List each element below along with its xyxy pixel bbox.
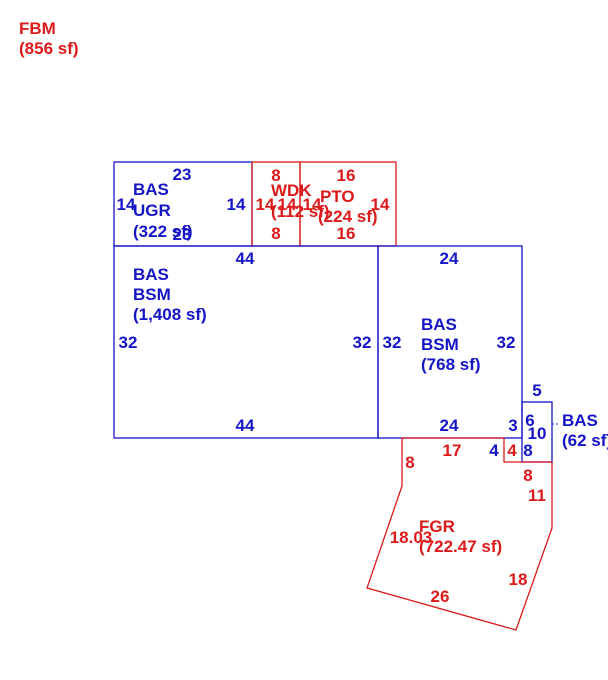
dim-fgr-right-b: 11: [528, 486, 546, 505]
dim-pto-top: 16: [337, 166, 356, 185]
fgr-outline: [366, 437, 553, 631]
pto-area: (224 sf): [318, 207, 378, 226]
bas-small-code: BAS: [562, 411, 598, 430]
fbm-code: FBM: [19, 19, 56, 38]
dim-fgr-notch: 4: [507, 441, 517, 460]
bas-small-area: (62 sf): [562, 431, 608, 450]
bas-ugr-code: BAS: [133, 180, 169, 199]
bas-bsm-right-area: (768 sf): [421, 355, 481, 374]
dim-pto-bottom: 16: [337, 224, 356, 243]
dim-fgr-right-a: 8: [523, 466, 532, 485]
dim-wdk-left: 14: [256, 195, 275, 214]
dim-small-a: 3: [508, 416, 517, 435]
dim-wdk-top: 8: [271, 166, 280, 185]
fgr-area: (722.47 sf): [419, 537, 502, 556]
dim-bsm-right-top: 24: [440, 249, 459, 268]
dim-fgr-left-top: 8: [405, 453, 414, 472]
dim-wdk-bottom: 8: [271, 224, 280, 243]
dim-bsm-left-bottom: 44: [236, 416, 255, 435]
dim-small-c: 4: [489, 441, 499, 460]
dim-ugr-left: 14: [117, 195, 136, 214]
dim-fgr-right-diag: 18: [509, 570, 528, 589]
dim-ugr-right: 14: [227, 195, 246, 214]
dim-bsm-right-bottom: 24: [440, 416, 459, 435]
dim-ugr-top: 23: [173, 165, 192, 184]
bas-bsm-left-code: BAS: [133, 265, 169, 284]
dim-bsm-right-right: 32: [497, 333, 516, 352]
dim-wdk-right: 14: [278, 195, 297, 214]
dim-bsm-left-right: 32: [353, 333, 372, 352]
bas-bsm-right-code: BAS: [421, 315, 457, 334]
bas-bsm-right-type: BSM: [421, 335, 459, 354]
dim-small-top: 5: [532, 381, 541, 400]
dim-small-left: 6: [525, 411, 534, 430]
dim-bsm-left-top: 44: [236, 249, 255, 268]
fbm-area: (856 sf): [19, 39, 79, 58]
dim-bsm-left-left: 32: [119, 333, 138, 352]
dim-pto-right: 14: [371, 195, 390, 214]
wdk-area: (112 sf): [271, 202, 330, 221]
dim-small-b: 8: [523, 441, 532, 460]
dim-fgr-bottom: 26: [431, 587, 450, 606]
dim-small-right: 10: [528, 424, 547, 443]
bas-ugr-area: (322 sf): [133, 222, 193, 241]
dim-ugr-bottom: 23: [173, 225, 192, 244]
dim-bsm-right-left: 32: [383, 333, 402, 352]
dim-fgr-left-diag: 18.03: [390, 528, 433, 547]
bas-bsm-left-type: BSM: [133, 285, 171, 304]
wdk-code: WDK: [271, 181, 312, 200]
fgr-code: FGR: [419, 517, 455, 536]
dim-pto-left: 14: [303, 195, 322, 214]
pto-code: PTO: [320, 187, 355, 206]
dim-fgr-top: 17: [443, 441, 462, 460]
bas-ugr-type: UGR: [133, 201, 171, 220]
bas-bsm-left-area: (1,408 sf): [133, 305, 207, 324]
